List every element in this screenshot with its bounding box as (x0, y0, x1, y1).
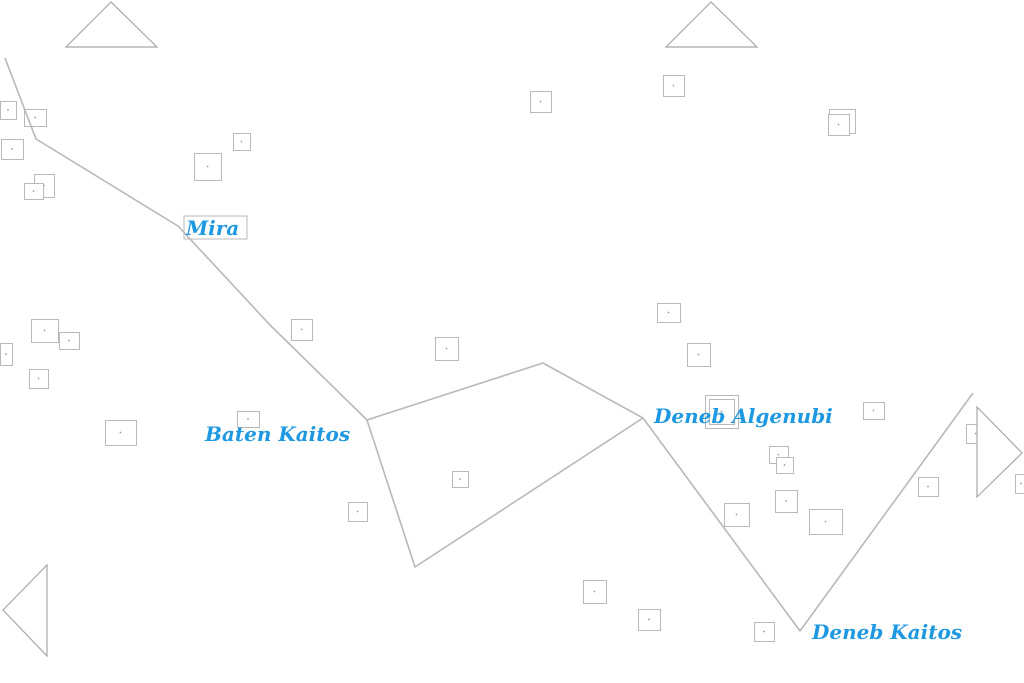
star-dot (247, 418, 249, 420)
star-dot (593, 590, 596, 593)
star-dot (34, 116, 36, 119)
star-dot (824, 520, 827, 523)
triangle-up-icon[interactable] (664, 1, 759, 48)
star-label-deneb-kaitos[interactable]: Deneb Kaitos (811, 620, 962, 644)
star-dot (11, 148, 13, 150)
star-dot (837, 123, 840, 126)
star-label-baten-kaitos[interactable]: Baten Kaitos (204, 422, 350, 446)
star-dot (356, 510, 359, 513)
triangle-right-icon[interactable] (976, 405, 1023, 499)
star-dot (735, 513, 738, 516)
star-dot (783, 464, 786, 466)
star-label-deneb-algenubi[interactable]: Deneb Algenubi (653, 404, 833, 428)
star-dot (974, 432, 977, 435)
star-dot (672, 84, 675, 87)
star-dot (43, 329, 46, 332)
triangle-left-icon[interactable] (2, 563, 48, 658)
star-dot (763, 630, 765, 633)
star-dot (300, 328, 303, 331)
star-dot (697, 353, 700, 356)
triangle-up-icon[interactable] (64, 1, 159, 48)
star-dot (1020, 482, 1022, 485)
star-dot (720, 410, 723, 413)
label-frame-mira (183, 215, 248, 240)
star-dot (872, 409, 875, 412)
constellation-line-main (4, 57, 974, 632)
star-dot (240, 140, 243, 143)
star-dot (7, 109, 9, 111)
star-dot (459, 478, 461, 480)
star-markers (0, 75, 1024, 642)
star-dot (119, 431, 122, 434)
star-dot (32, 190, 35, 192)
constellation-line-loop (366, 362, 644, 421)
star-dot (68, 339, 70, 342)
star-dot (777, 453, 780, 456)
star-label-mira[interactable]: Mira (185, 216, 239, 240)
star-marker[interactable] (1015, 474, 1024, 494)
star-dot (648, 618, 650, 621)
star-marker[interactable] (709, 399, 735, 425)
star-dot (445, 347, 448, 350)
star-dot (539, 100, 542, 103)
star-dot (667, 311, 670, 314)
star-dot (785, 500, 787, 502)
star-dot (206, 165, 209, 168)
star-dot (927, 485, 929, 488)
star-dot (37, 377, 40, 380)
star-dot (5, 353, 7, 355)
